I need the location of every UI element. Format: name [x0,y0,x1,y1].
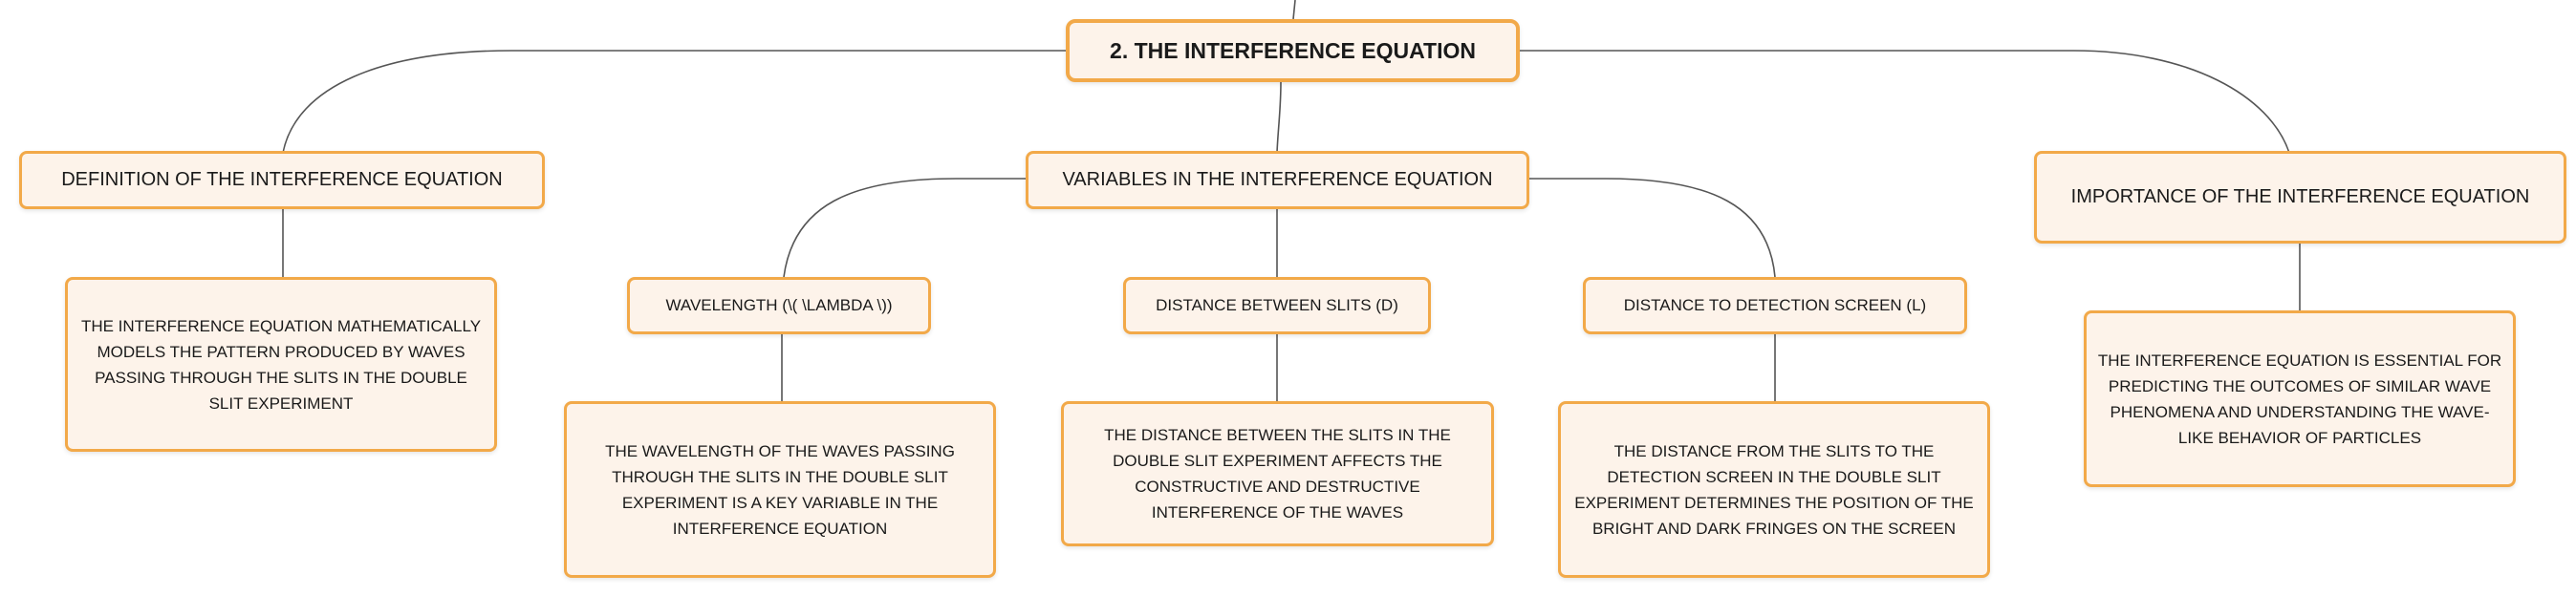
connector-top-stub [1292,0,1296,20]
connector-root-variables [1276,81,1282,154]
slit-distance-detail-node[interactable]: The distance between the slits in the do… [1061,401,1494,546]
importance-topic-node[interactable]: Importance of the Interference Equation [2034,151,2566,244]
importance-detail-node[interactable]: The interference equation is essential f… [2084,310,2516,487]
definition-detail-node[interactable]: The interference equation mathematically… [65,277,497,452]
variables-topic-node[interactable]: Variables in the Interference Equation [1026,151,1529,209]
screen-distance-topic-node[interactable]: Distance to detection screen (L) [1583,277,1967,334]
wavelength-detail-node[interactable]: The wavelength of the waves passing thro… [564,401,996,578]
connector-variables-wavelength [783,178,1026,278]
connector-root-importance [1520,50,2290,154]
screen-distance-detail-node[interactable]: The distance from the slits to the detec… [1558,401,1990,578]
slit-distance-topic-node[interactable]: Distance between slits (d) [1123,277,1431,334]
connector-variables-screen [1529,178,1776,278]
connector-root-definition [282,50,1066,154]
definition-topic-node[interactable]: Definition of the Interference Equation [19,151,545,209]
root-topic-node[interactable]: 2. The Interference Equation [1066,19,1520,82]
wavelength-topic-node[interactable]: Wavelength (\( \lambda \)) [627,277,931,334]
